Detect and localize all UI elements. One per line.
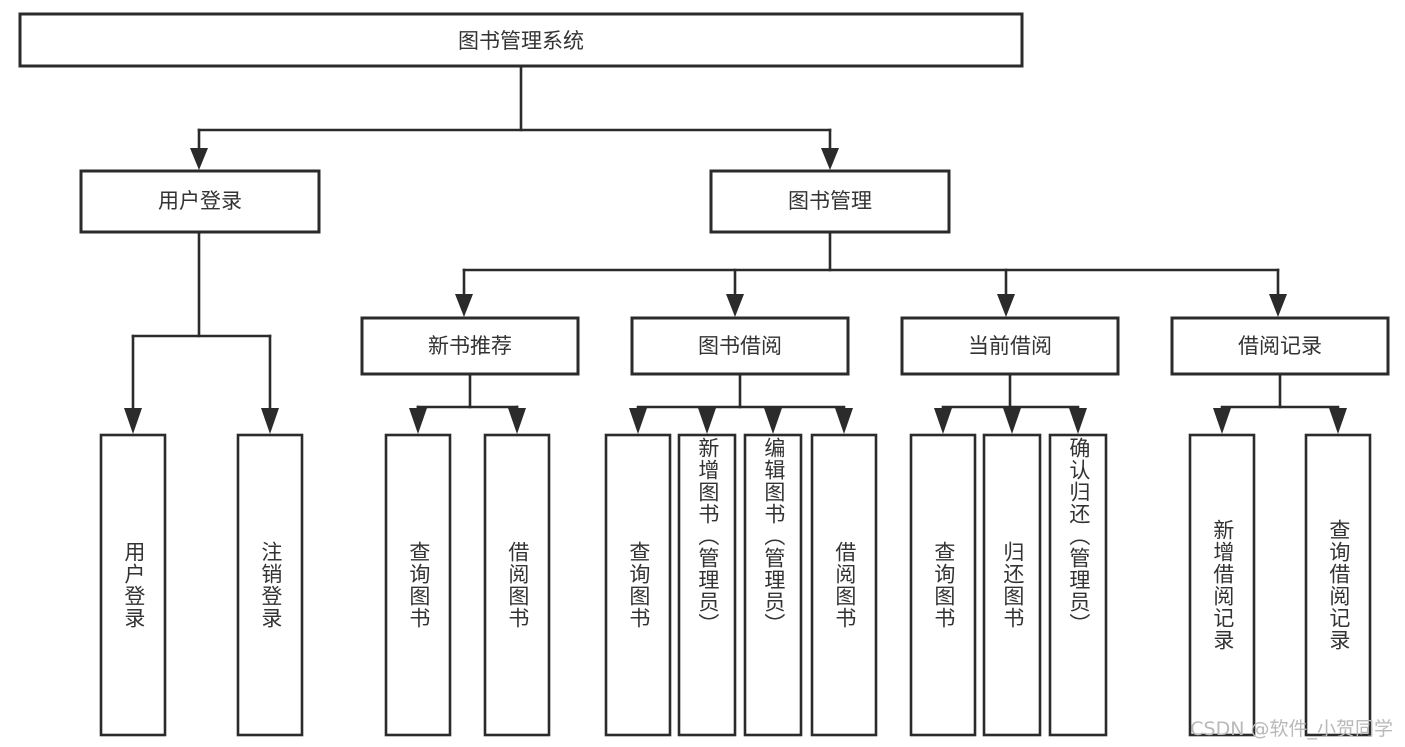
node-current-borrow[interactable]: 当前借阅 <box>900 316 1120 376</box>
node-book-manage-box[interactable] <box>709 169 951 234</box>
leaf-box-query-record[interactable] <box>1304 433 1372 737</box>
arrow-leaf-add-book <box>698 408 716 434</box>
leaf-box-borrow-book-2[interactable] <box>810 433 878 737</box>
node-current-borrow-box[interactable] <box>900 316 1120 376</box>
leaf-box-logout[interactable] <box>236 433 304 737</box>
node-borrow-record-label: 借阅记录 <box>1238 334 1322 358</box>
arrow-leaf-borrow-book-1 <box>508 408 526 434</box>
arrow-leaf-query-book-3 <box>934 408 952 434</box>
node-user-login[interactable]: 用户登录 <box>79 169 321 234</box>
arrow-leaf-user-login <box>124 408 142 434</box>
connector-borrow-to-leaves <box>629 372 853 434</box>
node-user-login-label: 用户登录 <box>158 189 242 213</box>
leaf-box-user-login[interactable] <box>99 433 167 737</box>
leaf-box-return-book[interactable] <box>982 433 1042 737</box>
leaf-box-edit-book[interactable] <box>743 433 803 737</box>
arrow-record <box>1269 294 1287 317</box>
arrow-leaf-confirm-return <box>1069 408 1087 434</box>
leaf-box-add-book[interactable] <box>677 433 737 737</box>
arrow-recommend <box>455 294 473 317</box>
connector-user-login-to-leaves <box>124 230 279 434</box>
node-book-manage-label: 图书管理 <box>788 189 872 213</box>
connector-book-manage-to-level3 <box>455 230 1287 317</box>
leaf-box-query-book-1[interactable] <box>384 433 452 737</box>
leaf-box-query-book-2[interactable] <box>604 433 672 737</box>
connector-record-to-leaves <box>1213 372 1347 434</box>
arrow-leaf-query-record <box>1329 408 1347 434</box>
node-root-label: 图书管理系统 <box>458 29 584 53</box>
node-new-book-recommend-label: 新书推荐 <box>428 334 512 358</box>
arrow-borrow <box>726 294 744 317</box>
node-book-borrow-box[interactable] <box>630 316 850 376</box>
leaf-box-borrow-book-1[interactable] <box>483 433 551 737</box>
node-book-borrow-label: 图书借阅 <box>698 334 782 358</box>
node-current-borrow-label: 当前借阅 <box>968 334 1052 358</box>
arrow-leaf-add-record <box>1213 408 1231 434</box>
node-book-borrow[interactable]: 图书借阅 <box>630 316 850 376</box>
arrow-leaf-return-book <box>1003 408 1021 434</box>
arrow-leaf-query-book-2 <box>629 408 647 434</box>
arrow-leaf-logout <box>261 408 279 434</box>
leaf-box-query-book-3[interactable] <box>909 433 977 737</box>
connector-current-to-leaves <box>934 372 1087 434</box>
connector-recommend-to-leaves <box>409 372 526 434</box>
arrow-leaf-query-book-1 <box>409 408 427 434</box>
leaf-box-confirm-return[interactable] <box>1048 433 1108 737</box>
arrow-leaf-edit-book <box>764 408 782 434</box>
node-borrow-record-box[interactable] <box>1170 316 1390 376</box>
node-root[interactable]: 图书管理系统 <box>18 12 1024 68</box>
arrow-current <box>997 294 1015 317</box>
arrow-book-manage <box>821 148 839 170</box>
watermark-text: CSDN @软件_小贺同学 <box>1190 718 1393 740</box>
leaf-box-add-record[interactable] <box>1188 433 1256 737</box>
node-book-manage[interactable]: 图书管理 <box>709 169 951 234</box>
node-new-book-recommend[interactable]: 新书推荐 <box>360 316 580 376</box>
node-new-book-recommend-box[interactable] <box>360 316 580 376</box>
arrow-user-login <box>190 148 208 170</box>
arrow-leaf-borrow-book-2 <box>835 408 853 434</box>
node-user-login-box[interactable] <box>79 169 321 234</box>
leaf-boxes <box>99 433 1372 737</box>
node-borrow-record[interactable]: 借阅记录 <box>1170 316 1390 376</box>
node-root-box[interactable] <box>18 12 1024 68</box>
connector-root-to-level2 <box>190 64 839 170</box>
